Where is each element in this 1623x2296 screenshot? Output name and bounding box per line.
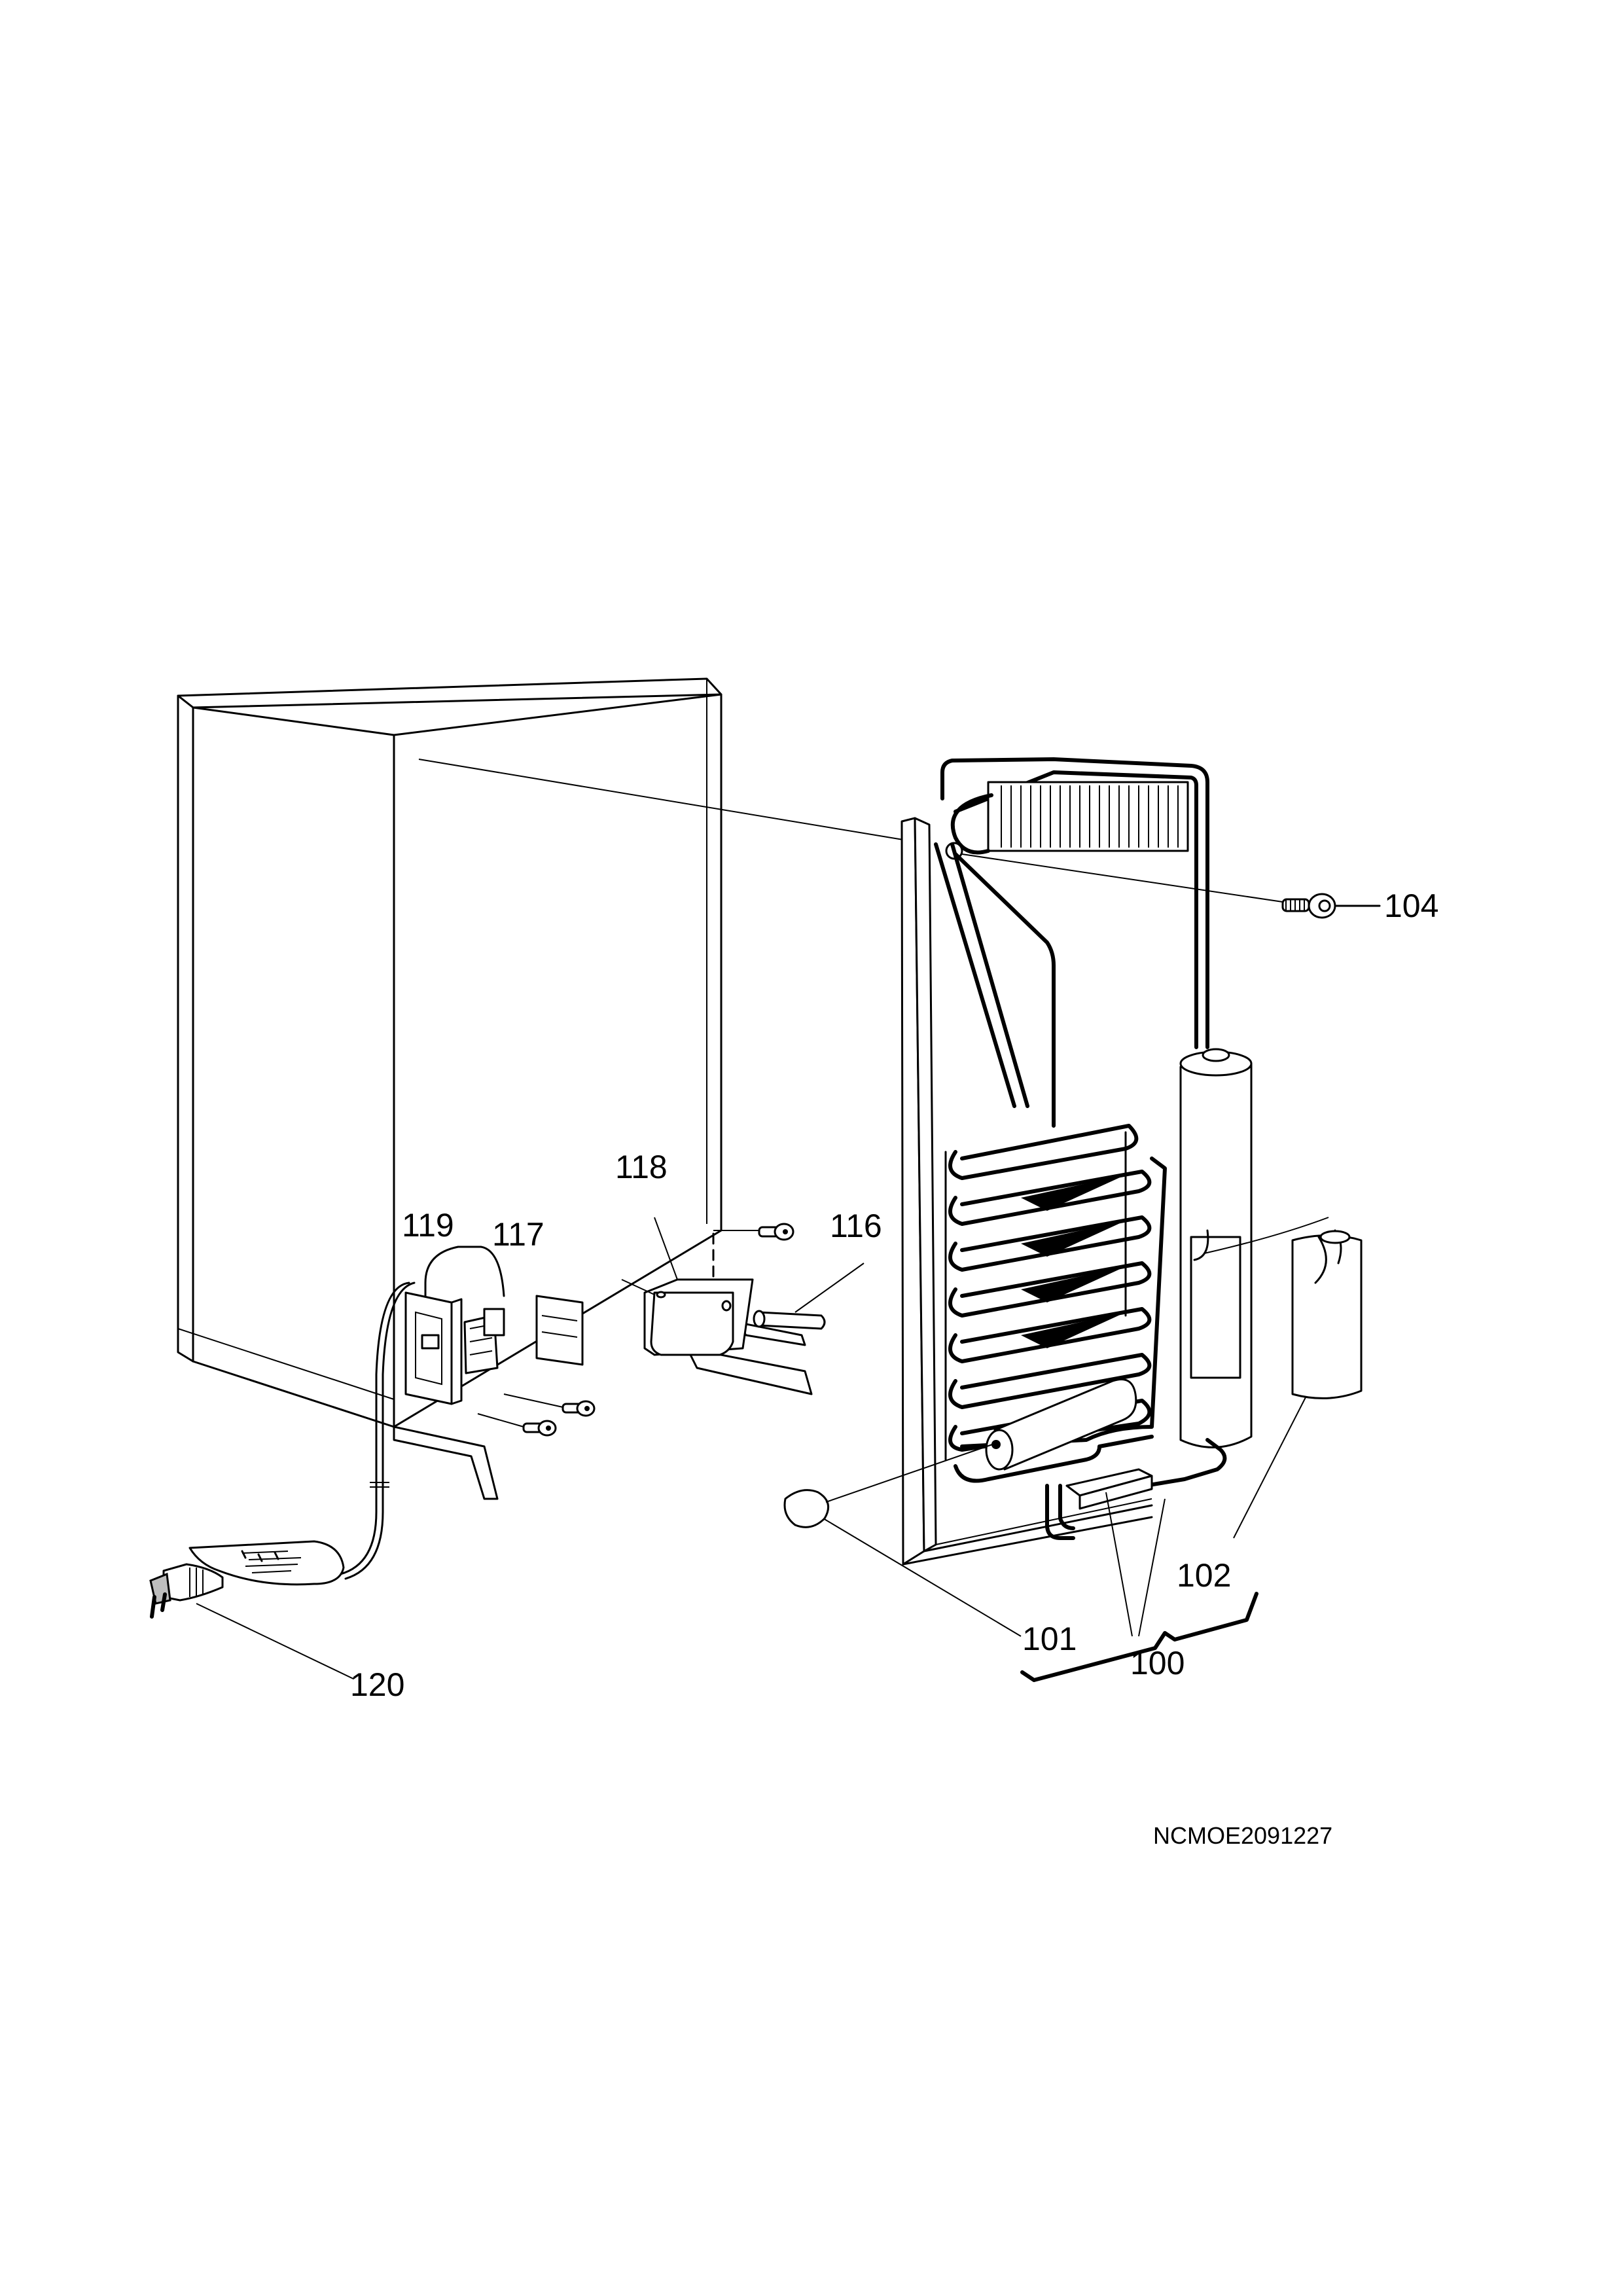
control-module-119: [404, 1246, 505, 1405]
cap-101: [783, 1443, 1022, 1637]
thermostat-117: [477, 1295, 596, 1437]
pin-116: [753, 1263, 865, 1330]
callout-101: 101: [1022, 1621, 1077, 1657]
callout-100: 100: [1130, 1645, 1185, 1681]
cooling-unit-assembly: [901, 757, 1253, 1566]
assembly-brace-100: [1020, 1492, 1258, 1682]
condenser-fins: [945, 781, 1189, 860]
callout-119: 119: [402, 1207, 454, 1244]
heater-element: [985, 1378, 1137, 1471]
screw-104: [961, 853, 1381, 919]
callout-116: 116: [830, 1208, 882, 1244]
callout-104: 104: [1384, 888, 1438, 924]
drawing-code: NCMOE2091227: [1153, 1822, 1332, 1849]
cover-shield-102: [1204, 1217, 1363, 1539]
assembly-leader: [418, 759, 904, 840]
bracket-118: [621, 1217, 794, 1356]
callout-118: 118: [615, 1149, 668, 1185]
boiler-cylinder: [1179, 1048, 1253, 1448]
callout-120: 120: [350, 1666, 404, 1703]
callout-117: 117: [492, 1216, 544, 1253]
callout-102: 102: [1177, 1557, 1231, 1594]
power-cord-120: [149, 1282, 416, 1679]
refrigerator-cabinet: [177, 677, 813, 1500]
absorber-coils: [944, 1124, 1167, 1483]
